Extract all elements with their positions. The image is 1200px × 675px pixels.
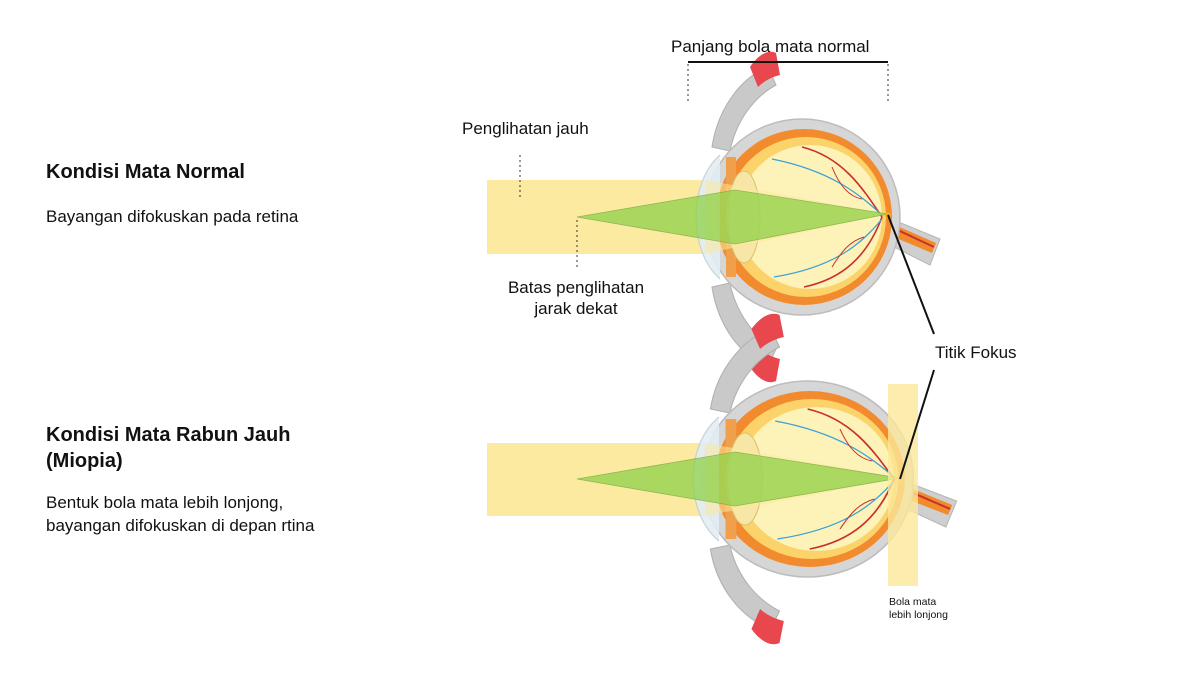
eyeball-length-label: Panjang bola mata normal — [671, 37, 870, 56]
myopia-title-line2: (Miopia) — [46, 450, 123, 472]
myopia-title-line1: Kondisi Mata Rabun Jauh — [46, 424, 291, 446]
eye-myopia — [487, 312, 958, 646]
myopia-description-line2: bayangan difokuskan di depan rtina — [46, 516, 315, 535]
elongated-label-line1: Bola mata — [889, 596, 937, 608]
myopia-description-line1: Bentuk bola mata lebih lonjong, — [46, 493, 284, 512]
normal-title: Kondisi Mata Normal — [46, 161, 245, 183]
elongation-band — [888, 384, 918, 586]
elongated-label-line2: lebih lonjong — [889, 609, 948, 621]
near-limit-label-line2: jarak dekat — [534, 299, 618, 318]
eye-normal — [487, 50, 941, 384]
focal-pointer-myopia — [899, 369, 935, 480]
near-limit-label-line1: Batas penglihatan — [507, 278, 645, 297]
focal-pointer-normal — [887, 214, 935, 335]
far-vision-label: Penglihatan jauh — [462, 119, 589, 138]
length-bracket — [687, 61, 889, 104]
normal-description: Bayangan difokuskan pada retina — [46, 207, 299, 226]
focal-point-label: Titik Fokus — [935, 343, 1017, 362]
